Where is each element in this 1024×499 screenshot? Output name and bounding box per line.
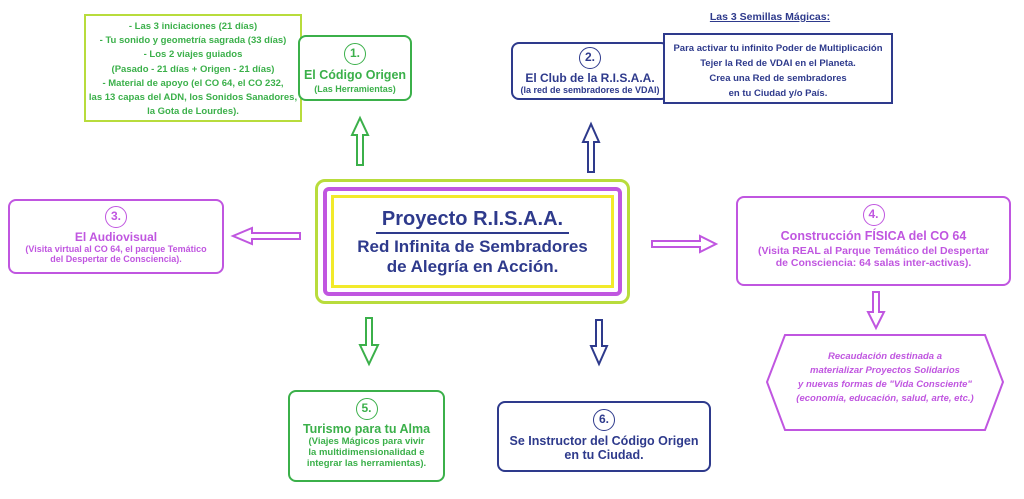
node-6-instructor: 6. Se Instructor del Código Origen en tu… — [497, 401, 711, 472]
project-subtitle-line: Red Infinita de Sembradores — [357, 237, 588, 256]
node-subtitle: (la red de sembradores de VDAI) — [520, 85, 660, 95]
tools-item: las 13 capas del ADN, los Sonidos Sanado… — [88, 92, 298, 104]
fund-hexagon-shape — [765, 334, 1005, 431]
step-number: 1. — [344, 43, 366, 65]
node-title: Se Instructor del Código Origen — [509, 434, 699, 448]
step-number: 6. — [593, 409, 615, 431]
tools-list-box: - Las 3 iniciaciones (21 días) - Tu soni… — [84, 14, 302, 122]
arrow-up-to-2 — [581, 121, 601, 173]
node-subtitle: (Las Herramientas) — [314, 84, 396, 94]
fund-line: (economía, educación, salud, arte, etc.) — [796, 393, 974, 404]
fund-line: materializar Proyectos Solidarios — [810, 365, 960, 376]
center-project-middle: Proyecto R.I.S.A.A. Red Infinita de Semb… — [323, 187, 622, 296]
node-title: El Club de la R.I.S.A.A. — [525, 71, 655, 85]
node-title: Turismo para tu Alma — [302, 422, 431, 436]
step-number: 5. — [355, 398, 378, 420]
node-1-codigo-origen: 1. El Código Origen (Las Herramientas) — [298, 35, 412, 101]
node-title: El Audiovisual — [74, 230, 158, 244]
seeds-heading: Las 3 Semillas Mágicas: — [709, 11, 831, 23]
node-subtitle: (Viajes Mágicos para vivir — [308, 436, 425, 447]
fund-line: Recaudación destinada a — [827, 351, 943, 362]
seeds-box: Para activar tu infinito Poder de Multip… — [663, 33, 893, 104]
arrow-right-to-4 — [651, 234, 719, 254]
arrow-down-to-6 — [589, 319, 609, 367]
seeds-line: Para activar tu infinito Poder de Multip… — [673, 43, 883, 54]
node-title: en tu Ciudad. — [564, 448, 644, 462]
arrow-down-to-fund — [866, 291, 886, 331]
project-title: Proyecto R.I.S.A.A. — [375, 208, 570, 234]
tools-item: (Pasado - 21 días + Origen - 21 días) — [111, 63, 275, 75]
tools-item: - Tu sonido y geometría sagrada (33 días… — [99, 35, 287, 47]
center-project-inner: Proyecto R.I.S.A.A. Red Infinita de Semb… — [331, 195, 614, 288]
tools-item: - Material de apoyo (el CO 64, el CO 232… — [102, 77, 284, 89]
arrow-down-to-5 — [358, 317, 380, 367]
project-subtitle-line: de Alegría en Acción. — [386, 257, 559, 276]
fund-box: Recaudación destinada a materializar Pro… — [765, 350, 1005, 406]
seeds-line: Tejer la Red de VDAI en el Planeta. — [700, 58, 856, 69]
step-number: 4. — [862, 204, 885, 226]
node-subtitle: de Consciencia: 64 salas inter-activas). — [775, 257, 972, 269]
node-title: Construcción FÍSICA del CO 64 — [780, 229, 967, 243]
center-project-outer: Proyecto R.I.S.A.A. Red Infinita de Semb… — [315, 179, 630, 304]
node-subtitle: la multidimensionalidad e — [308, 447, 425, 458]
seeds-line: Crea una Red de sembradores — [709, 73, 847, 84]
arrow-up-to-1 — [350, 115, 370, 166]
seeds-line: en tu Ciudad y/o País. — [728, 88, 828, 99]
node-subtitle: (Visita virtual al CO 64, el parque Temá… — [25, 244, 207, 254]
tools-item: la Gota de Lourdes). — [147, 106, 239, 118]
node-2-club-risaa: 2. El Club de la R.I.S.A.A. (la red de s… — [511, 42, 669, 100]
step-number: 2. — [579, 47, 601, 69]
fund-line: y nuevas formas de "Vida Consciente" — [798, 379, 972, 390]
node-5-turismo-alma: 5. Turismo para tu Alma (Viajes Mágicos … — [288, 390, 445, 482]
tools-item: - Las 3 iniciaciones (21 días) — [128, 21, 258, 32]
node-subtitle: integrar las herramientas). — [306, 458, 427, 469]
step-number: 3. — [105, 206, 127, 228]
arrow-left-to-3 — [230, 226, 301, 246]
node-3-audiovisual: 3. El Audiovisual (Visita virtual al CO … — [8, 199, 224, 274]
node-subtitle: (Visita REAL al Parque Temático del Desp… — [757, 245, 990, 257]
node-title: El Código Origen — [303, 68, 407, 82]
node-4-construccion-fisica: 4. Construcción FÍSICA del CO 64 (Visita… — [736, 196, 1011, 286]
tools-item: - Los 2 viajes guiados — [143, 49, 243, 61]
node-subtitle: del Despertar de Consciencia). — [50, 254, 182, 264]
